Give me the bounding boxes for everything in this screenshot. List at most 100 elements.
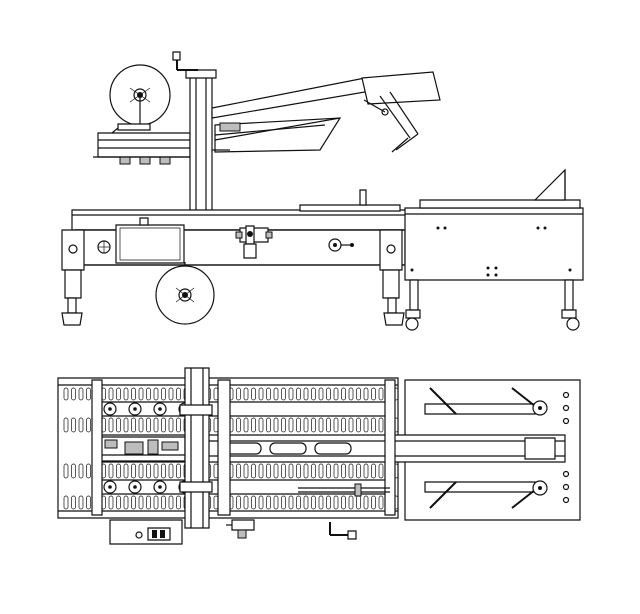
crank-plan: [330, 522, 356, 539]
height-crank: [173, 52, 198, 70]
roller-slat: [334, 496, 338, 509]
roller-slat: [289, 464, 293, 478]
roller-slat: [147, 418, 151, 432]
roller-slat: [312, 388, 316, 400]
roller-slat: [349, 496, 353, 509]
roller-slat: [372, 388, 376, 400]
roller-slat: [237, 464, 241, 478]
pulley-hub: [108, 485, 112, 489]
roller-slat: [357, 388, 361, 400]
pulley-hub: [158, 407, 162, 411]
roller-slat: [87, 464, 91, 478]
roller-slat: [237, 418, 241, 432]
roller-slat: [109, 388, 113, 400]
control-panel-box: [98, 218, 184, 263]
roller-slat: [252, 464, 256, 478]
roller-slat: [342, 464, 346, 478]
roller-slat: [237, 496, 241, 509]
roller-slat: [342, 388, 346, 400]
roller-slat: [154, 496, 158, 509]
roller-slat: [139, 496, 143, 509]
lower-tape-reel: [156, 262, 214, 324]
head-mechanism: [100, 437, 185, 461]
roller-slat: [79, 418, 83, 432]
side-elevation-view: [62, 52, 583, 330]
roller-slat: [327, 464, 331, 478]
roller-slat: [334, 418, 338, 432]
roller-slat: [304, 418, 308, 432]
roller-slat: [147, 496, 151, 509]
roller-slat: [117, 388, 121, 400]
roller-slat: [297, 418, 301, 432]
air-regulator: [236, 226, 272, 258]
roller-slat: [169, 496, 173, 509]
roller-slat: [237, 388, 241, 400]
roller-slat: [304, 388, 308, 400]
roller-slat: [304, 464, 308, 478]
roller-slat: [357, 464, 361, 478]
roller-slat: [109, 496, 113, 509]
flap-folding-arm: [212, 72, 440, 152]
roller-slat: [139, 418, 143, 432]
roller-slat: [154, 464, 158, 478]
roller-slat: [379, 388, 383, 400]
roller-slat: [177, 418, 181, 432]
roller-slat: [297, 464, 301, 478]
roller-slat: [319, 496, 323, 509]
roller-slat: [64, 496, 68, 509]
roller-slat: [297, 496, 301, 509]
roller-slat: [177, 464, 181, 478]
roller-slat: [147, 388, 151, 400]
left-leg: [62, 230, 84, 325]
roller-slat: [364, 418, 368, 432]
adjusting-slide: [298, 484, 390, 496]
roller-slat: [169, 418, 173, 432]
roller-slat: [169, 388, 173, 400]
roller-slat: [267, 496, 271, 509]
column-carriage: [92, 368, 395, 528]
drive-knob: [329, 239, 354, 251]
pulley-hub: [108, 407, 112, 411]
roller-slat: [274, 496, 278, 509]
roller-slat: [327, 496, 331, 509]
roller-slat: [132, 464, 136, 478]
roller-slat: [79, 496, 83, 509]
roller-slat: [379, 418, 383, 432]
roller-slat: [289, 418, 293, 432]
air-fitting-plan: [226, 520, 254, 538]
roller-slat: [117, 496, 121, 509]
roller-slat: [162, 464, 166, 478]
roller-slat: [64, 388, 68, 400]
roller-slat: [342, 418, 346, 432]
roller-slat: [244, 418, 248, 432]
roller-slat: [327, 388, 331, 400]
roller-slat: [87, 388, 91, 400]
roller-slat: [379, 496, 383, 509]
roller-slat: [124, 388, 128, 400]
roller-slat: [334, 388, 338, 400]
conveyor-table: [405, 170, 583, 330]
roller-slat: [327, 418, 331, 432]
roller-slat: [282, 418, 286, 432]
roller-slat: [267, 464, 271, 478]
roller-slat: [297, 388, 301, 400]
roller-slat: [132, 418, 136, 432]
roller-slat: [282, 464, 286, 478]
roller-slat: [274, 418, 278, 432]
roller-slat: [312, 464, 316, 478]
roller-slat: [109, 418, 113, 432]
roller-slat: [289, 388, 293, 400]
guide-arms: [425, 388, 569, 508]
roller-slat: [132, 388, 136, 400]
roller-slat: [177, 496, 181, 509]
roller-slat: [379, 464, 383, 478]
roller-slat: [372, 418, 376, 432]
roller-slat: [282, 388, 286, 400]
roller-slat: [139, 388, 143, 400]
roller-slat: [364, 464, 368, 478]
roller-slat: [319, 418, 323, 432]
roller-slat: [72, 388, 76, 400]
roller-slat: [117, 464, 121, 478]
roller-slat: [252, 388, 256, 400]
